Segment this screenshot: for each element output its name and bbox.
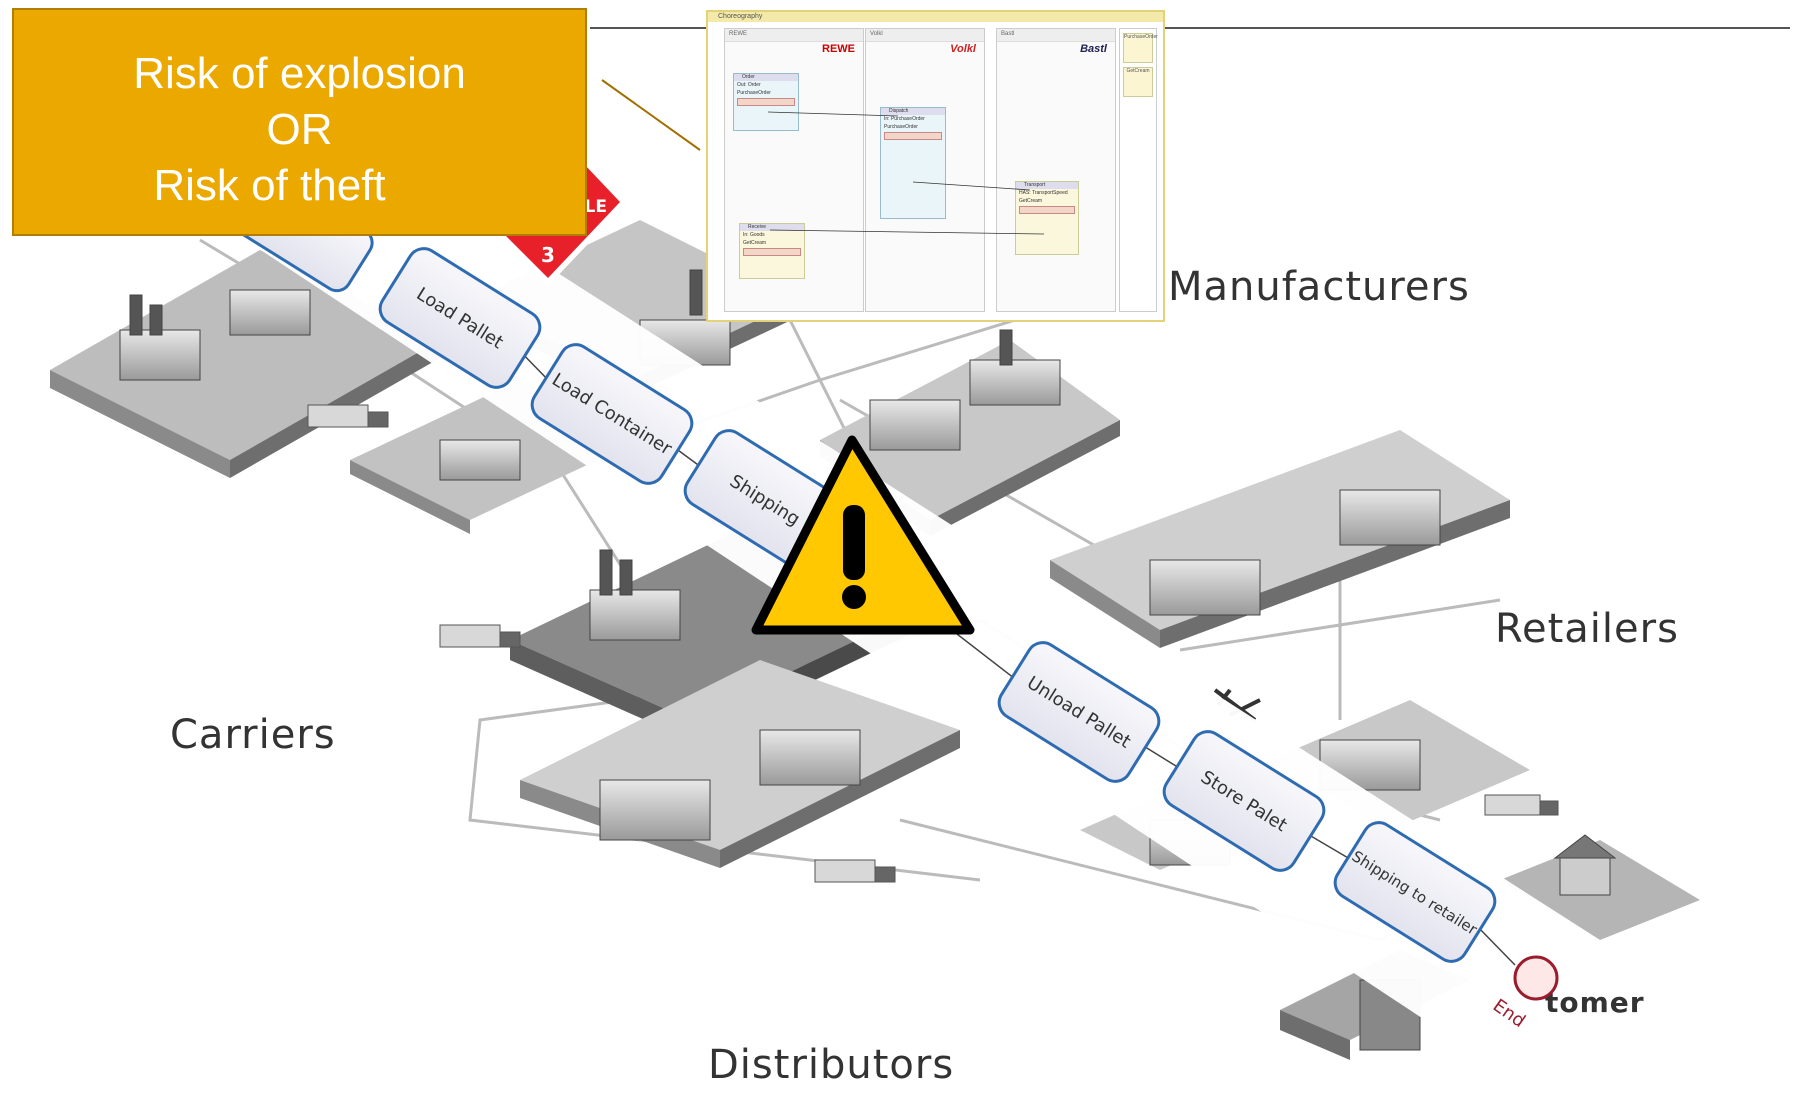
process-step-box[interactable]: [374, 243, 546, 394]
hazard-number: 3: [541, 243, 555, 267]
process-step-box[interactable]: [1158, 726, 1330, 877]
exclamation-icon: [843, 505, 865, 580]
lane-volkl: Volkl Volkl Dispatch In: PurchaseOrder P…: [865, 28, 985, 312]
callout-line-1: Risk of explosion: [133, 49, 466, 98]
label-carriers: Carriers: [170, 712, 336, 758]
side-item[interactable]: GetCream: [1123, 67, 1153, 97]
side-item[interactable]: PurchaseOrder: [1123, 33, 1158, 63]
risk-callout: Risk of explosion OR Risk of theft: [12, 8, 587, 236]
task-transport: Transport HAS: TransportSpeed GetCream: [1015, 181, 1079, 255]
lane-rewe: REWE REWE Order Out: Order PurchaseOrder…: [724, 28, 864, 312]
choreography-title: Choreography: [708, 12, 1163, 22]
task-order: Order Out: Order PurchaseOrder: [733, 73, 799, 131]
factory-buildings: [119, 269, 1617, 1051]
callout-line-2: OR: [266, 105, 333, 154]
process-step-box[interactable]: [1329, 817, 1501, 968]
task-dispatch: Dispatch In: PurchaseOrder PurchaseOrder: [880, 107, 946, 219]
process-step[interactable]: Load Pallet: [374, 243, 546, 394]
callout-connector: [601, 79, 701, 151]
lane-header: REWE: [725, 29, 863, 42]
label-distributors: Distributors: [708, 1042, 954, 1088]
process-step[interactable]: Unload Pallet: [993, 637, 1165, 788]
label-manufacturers: Manufacturers: [1168, 264, 1470, 310]
end-event-label: End: [1489, 995, 1529, 1032]
label-retailers: Retailers: [1495, 606, 1679, 652]
flow-arrow: [1474, 923, 1516, 966]
lane-logo: REWE: [822, 43, 855, 55]
task-receive: Receive In: Goods GetCream: [739, 223, 805, 279]
process-step-box[interactable]: [993, 637, 1165, 788]
choreography-connectors: [767, 111, 1045, 235]
callout-line-3: Risk of theft: [153, 161, 386, 210]
process-step-box[interactable]: [526, 339, 698, 490]
label-customer: tomer: [1545, 986, 1645, 1019]
choreography-side-panel: PurchaseOrder GetCream: [1119, 28, 1158, 312]
process-step[interactable]: Store Palet: [1158, 726, 1330, 877]
warning-sign: [751, 435, 975, 635]
lane-bastl: Bastl Bastl Transport HAS: TransportSpee…: [996, 28, 1116, 312]
port-output: [737, 98, 795, 106]
choreography-screenshot: Choreography REWE REWE Order Out: Order …: [706, 10, 1165, 322]
truck-icons: [307, 404, 1559, 883]
end-event-circle: [1513, 955, 1559, 1001]
